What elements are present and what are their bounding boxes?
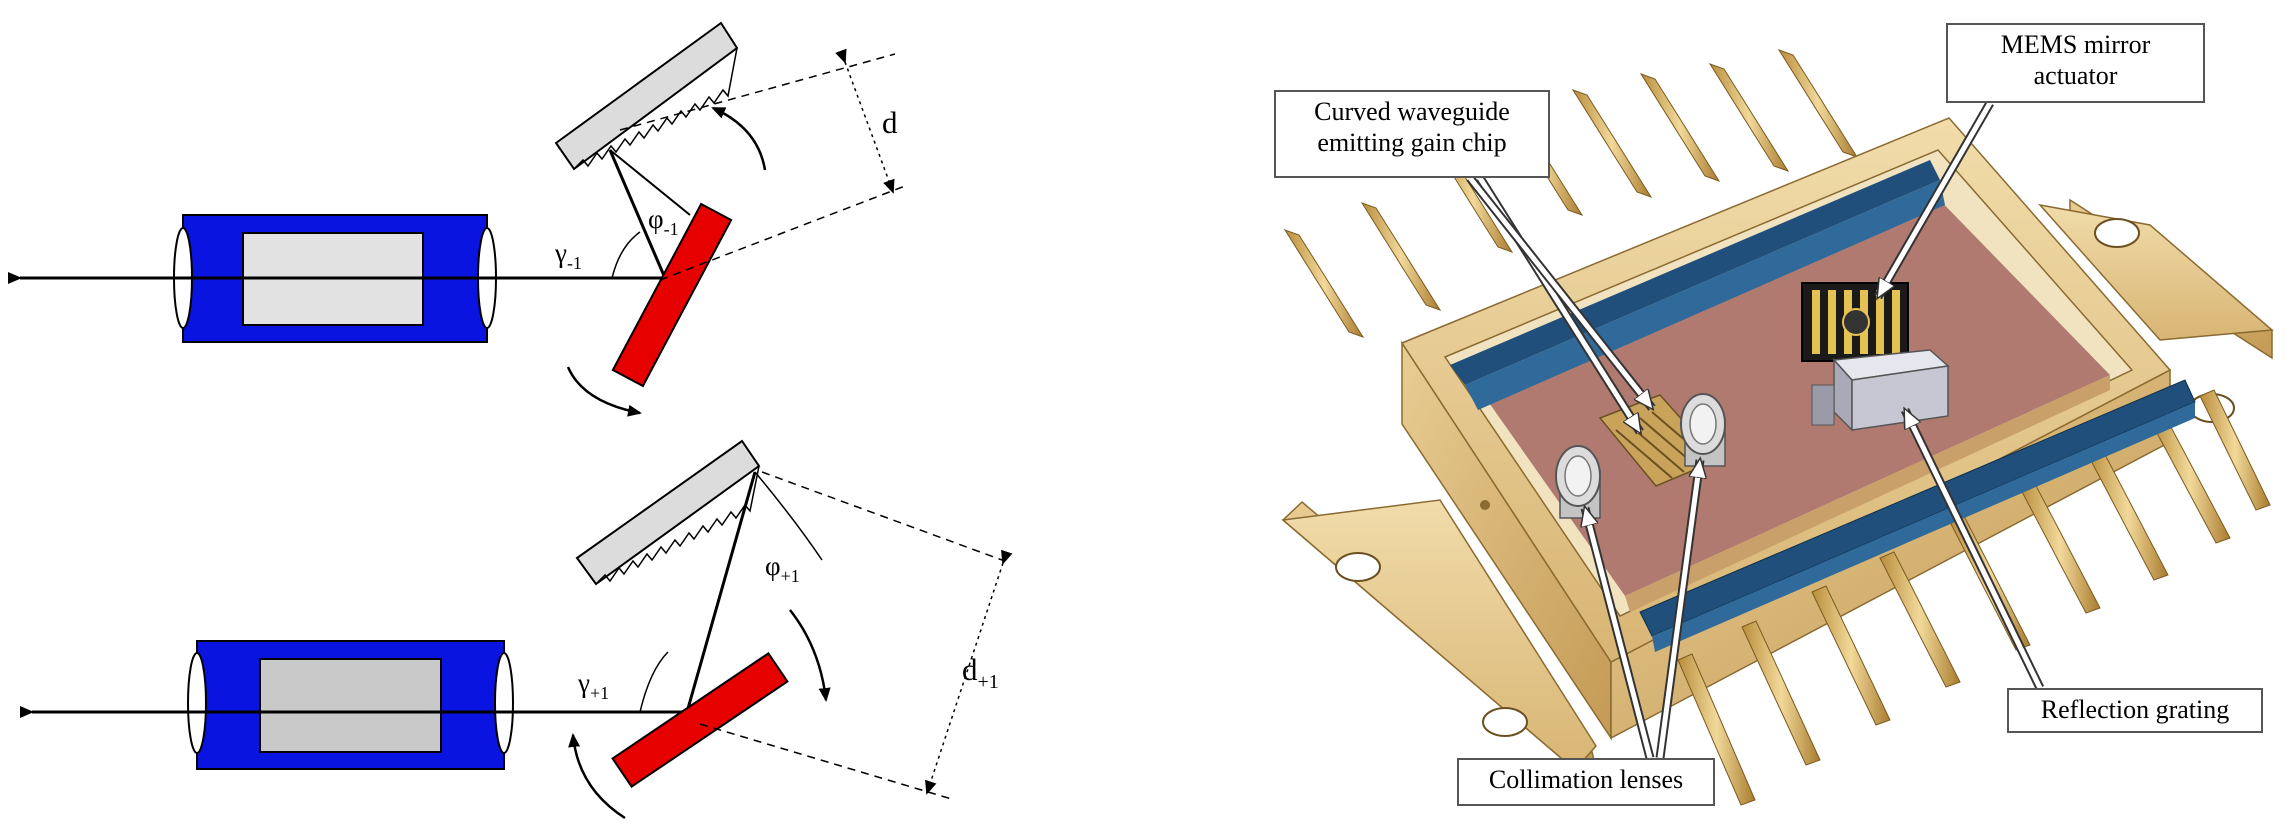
collimation-lenses-label: Collimation lenses: [1457, 758, 1715, 806]
bottom-grating: [575, 439, 761, 586]
top-beam-to-grating: [608, 149, 667, 279]
lens-left: [1555, 445, 1601, 519]
back-pins: [1283, 49, 1859, 338]
top-mems-mirror: [611, 202, 733, 388]
gain-chip-label: Curved waveguide emitting gain chip: [1274, 90, 1550, 178]
bottom-phi-label: φ+1: [765, 551, 800, 586]
bottom-rotation-arrow-upper: [789, 609, 831, 702]
bottom-rotation-arrow-lower: [568, 733, 626, 820]
mems-actuator: [1801, 282, 1909, 362]
mounting-hole-right-top: [2094, 218, 2140, 248]
reflection-grating-label: Reflection grating: [2007, 688, 2263, 733]
bottom-gamma-label: γ+1: [577, 668, 609, 703]
top-distance-marker: [835, 48, 895, 194]
callout-leaders: [1466, 100, 2045, 760]
top-gamma-label: γ-1: [554, 238, 582, 273]
bottom-distance-marker: [925, 549, 1013, 795]
mems-mirror-actuator-label: MEMS mirror actuator: [1946, 23, 2205, 103]
mounting-hole-left-bottom: [1482, 707, 1528, 737]
top-grating: [554, 21, 739, 171]
top-rotation-arrow-upper: [711, 106, 767, 171]
laser-package-illustration: [1281, 49, 2274, 806]
top-phi-label: φ-1: [648, 204, 679, 239]
bottom-beam-to-grating: [685, 471, 757, 713]
front-blue-rail: [1639, 379, 2196, 652]
top-rotation-arrow-lower: [566, 366, 642, 417]
bottom-configuration: γ+1 φ+1 d+1: [20, 439, 1013, 820]
package-flange: [1281, 198, 2274, 772]
grating-block: [1811, 349, 1950, 432]
bottom-mems-mirror: [611, 651, 789, 789]
bottom-laser-tube: [187, 640, 514, 770]
bottom-d-label: d+1: [962, 652, 999, 693]
mounting-hole-left-top: [1335, 552, 1381, 582]
lens-right: [1680, 393, 1726, 467]
top-d-label: d: [882, 105, 898, 140]
top-configuration: γ-1 φ-1 d: [7, 21, 906, 417]
